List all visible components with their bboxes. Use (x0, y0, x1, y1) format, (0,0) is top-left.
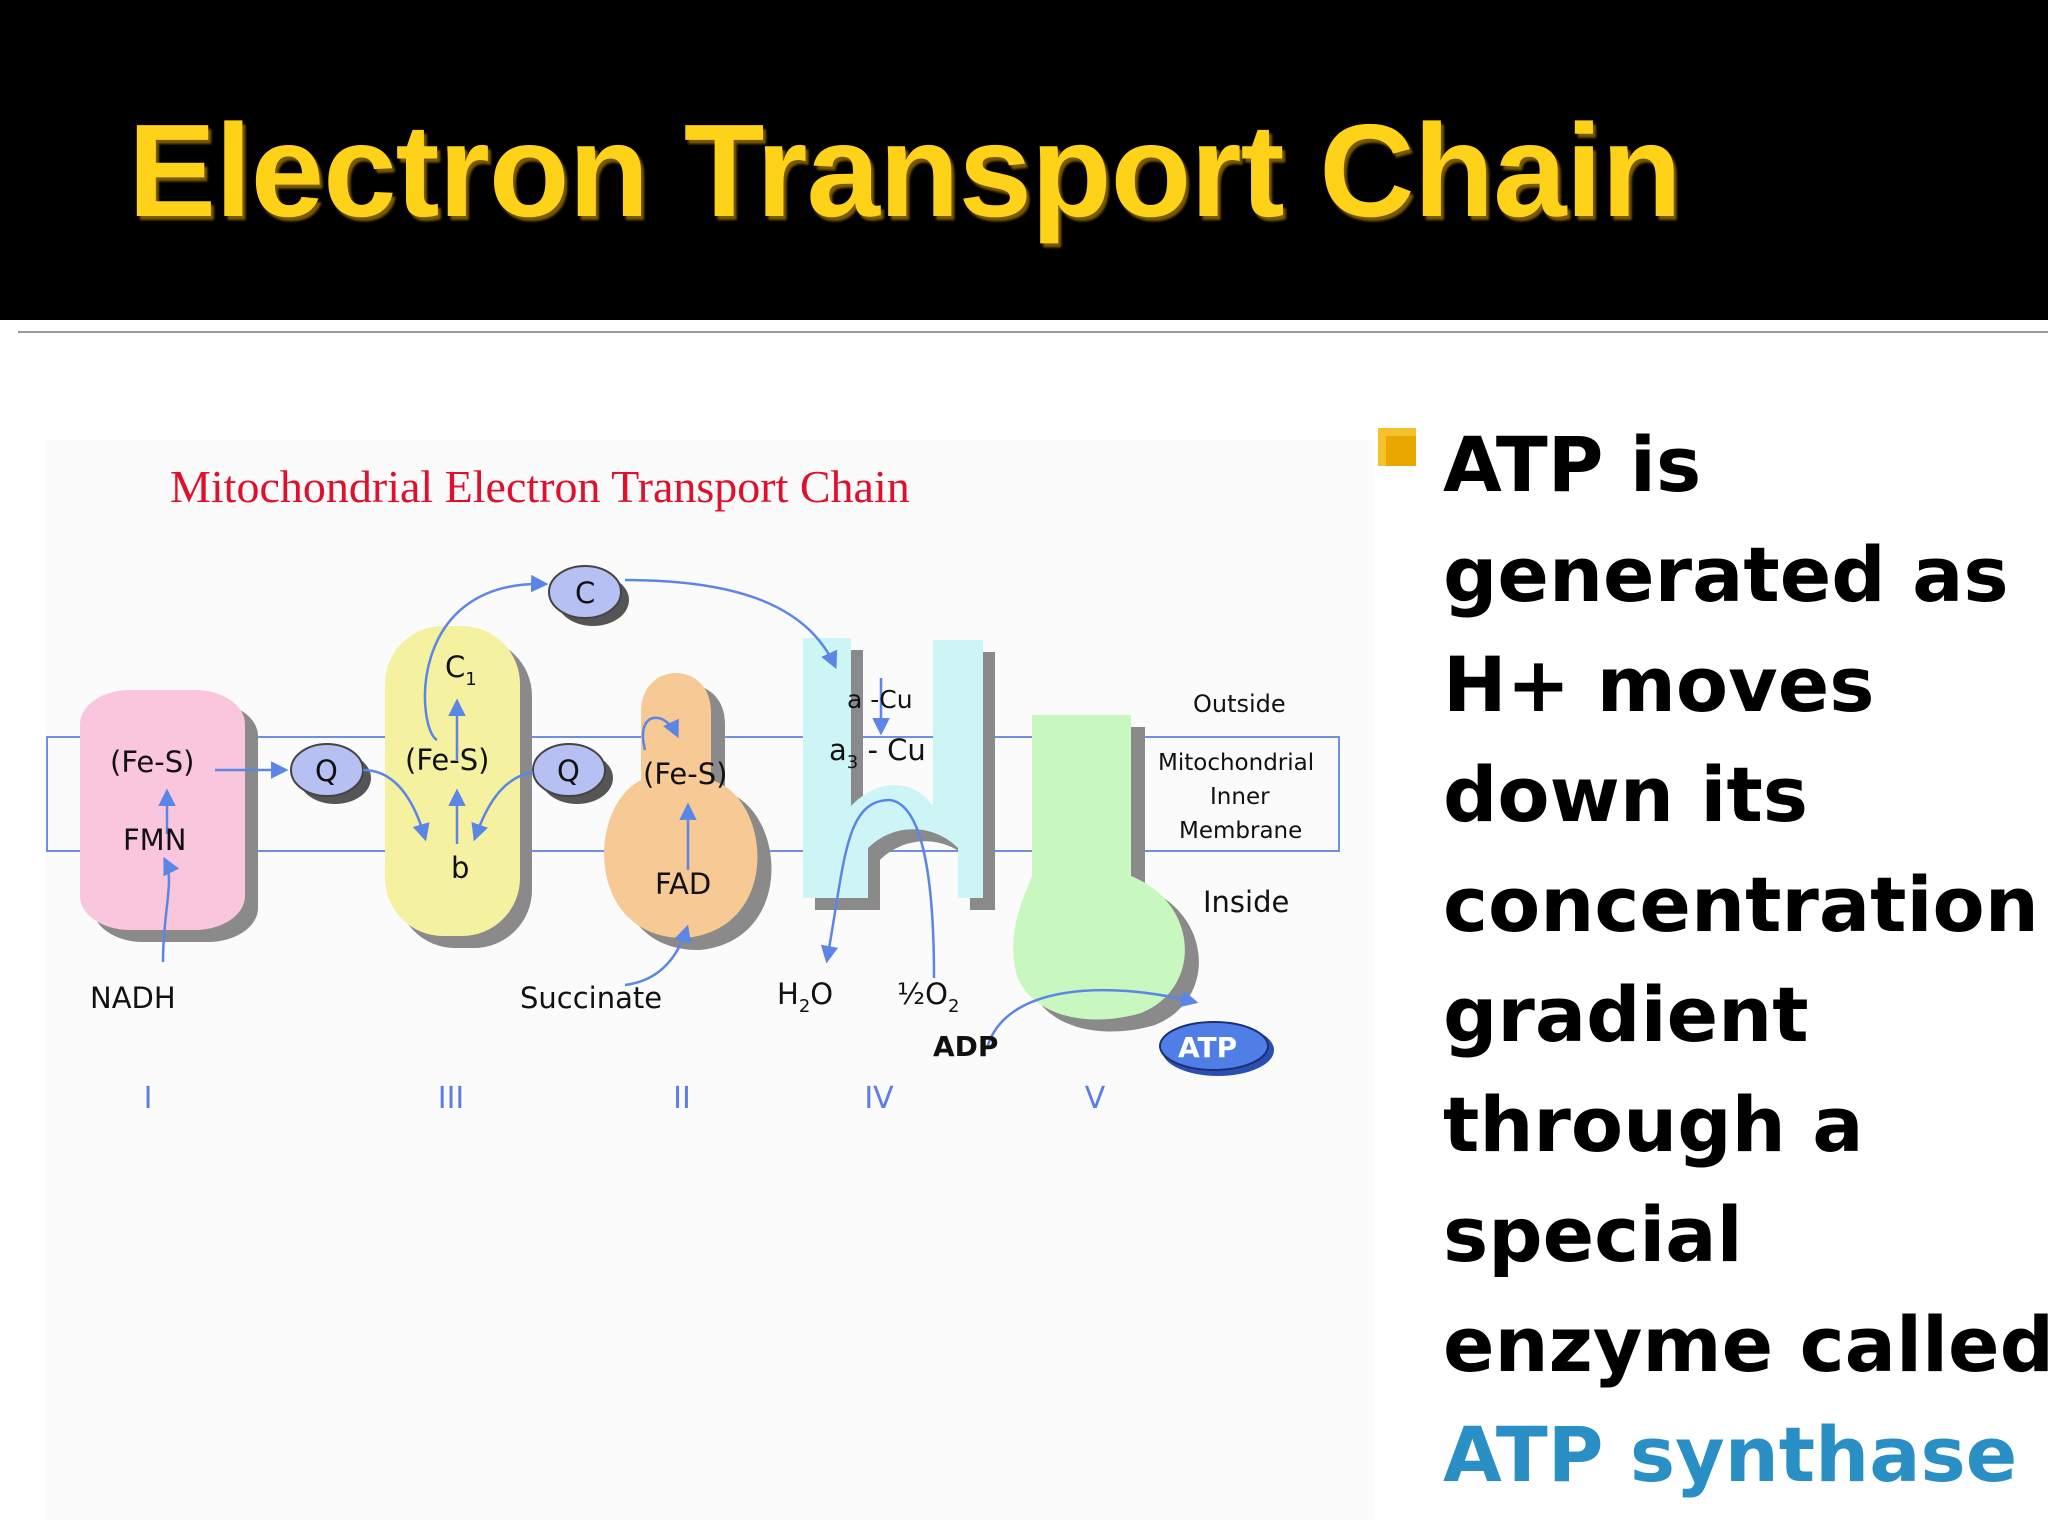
complex-numeral-iv: IV (864, 1081, 894, 1116)
fad-label: FAD (655, 867, 711, 901)
bullet-square-icon (1378, 428, 1416, 466)
half-o2-label: ½O2 (897, 977, 959, 1017)
complex-iv (803, 638, 995, 910)
succinate-label: Succinate (520, 981, 662, 1015)
carrier-cytochrome-c (548, 565, 629, 626)
bullet-text: ATP is generated as H+ moves down its co… (1443, 410, 2048, 1510)
bullet-line: concentration (1443, 860, 2039, 949)
complex-numeral-i: I (144, 1081, 153, 1116)
complex-v (1013, 715, 1199, 1032)
fes-label-complex-iii: (Fe-S) (405, 743, 489, 777)
complex-i (80, 690, 258, 942)
adp-label: ADP (933, 1030, 998, 1063)
fes-label-complex-ii: (Fe-S) (643, 757, 727, 791)
q-label-2: Q (557, 754, 580, 788)
divider (18, 331, 2048, 333)
fmn-label: FMN (123, 823, 186, 857)
bullet-line: down its (1443, 750, 1809, 839)
slide-title: Electron Transport Chain (128, 97, 1682, 244)
electron-arrows (158, 574, 1199, 1049)
h2o-label: H2O (777, 977, 833, 1017)
complex-numeral-iii: III (438, 1081, 465, 1116)
atp-synthase-highlight: ATP synthase (1443, 1410, 2018, 1499)
bullet-line: enzyme called (1443, 1300, 2048, 1389)
nadh-label: NADH (90, 981, 176, 1015)
title-bar: Electron Transport Chain (0, 0, 2048, 320)
b-label: b (451, 851, 469, 885)
bullet-line: ATP is (1443, 420, 1702, 509)
c1-label: C1 (445, 650, 477, 690)
fes-label-complex-i: (Fe-S) (110, 745, 194, 779)
membrane-label-2: Inner (1210, 784, 1270, 810)
carrier-q-1 (290, 743, 371, 804)
bullet-line: gradient (1443, 970, 1809, 1059)
outside-label: Outside (1193, 690, 1286, 718)
bullet-line: through a (1443, 1080, 1864, 1169)
bullet-line: generated as (1443, 530, 2009, 619)
etc-diagram: Mitochondrial Electron Transport Chain (46, 461, 1340, 1116)
a3-cu-label: a3 - Cu (829, 733, 926, 773)
diagram-title: Mitochondrial Electron Transport Chain (170, 461, 910, 512)
membrane-label-1: Mitochondrial (1158, 750, 1314, 776)
bullet-line: special (1443, 1190, 1743, 1279)
inside-label: Inside (1203, 885, 1289, 919)
membrane-label-3: Membrane (1179, 818, 1302, 844)
atp-label: ATP (1178, 1031, 1237, 1064)
a-cu-label: a -Cu (847, 685, 913, 714)
carrier-q-2 (532, 743, 613, 804)
c-label: C (575, 576, 595, 610)
bullet-line: H+ moves (1443, 640, 1875, 729)
etc-figure: Mitochondrial Electron Transport Chain (45, 440, 1375, 1520)
complex-numeral-ii: II (673, 1081, 691, 1116)
atp-oval (1159, 1021, 1274, 1076)
q-label-1: Q (315, 754, 338, 788)
complex-numeral-v: V (1085, 1081, 1106, 1116)
